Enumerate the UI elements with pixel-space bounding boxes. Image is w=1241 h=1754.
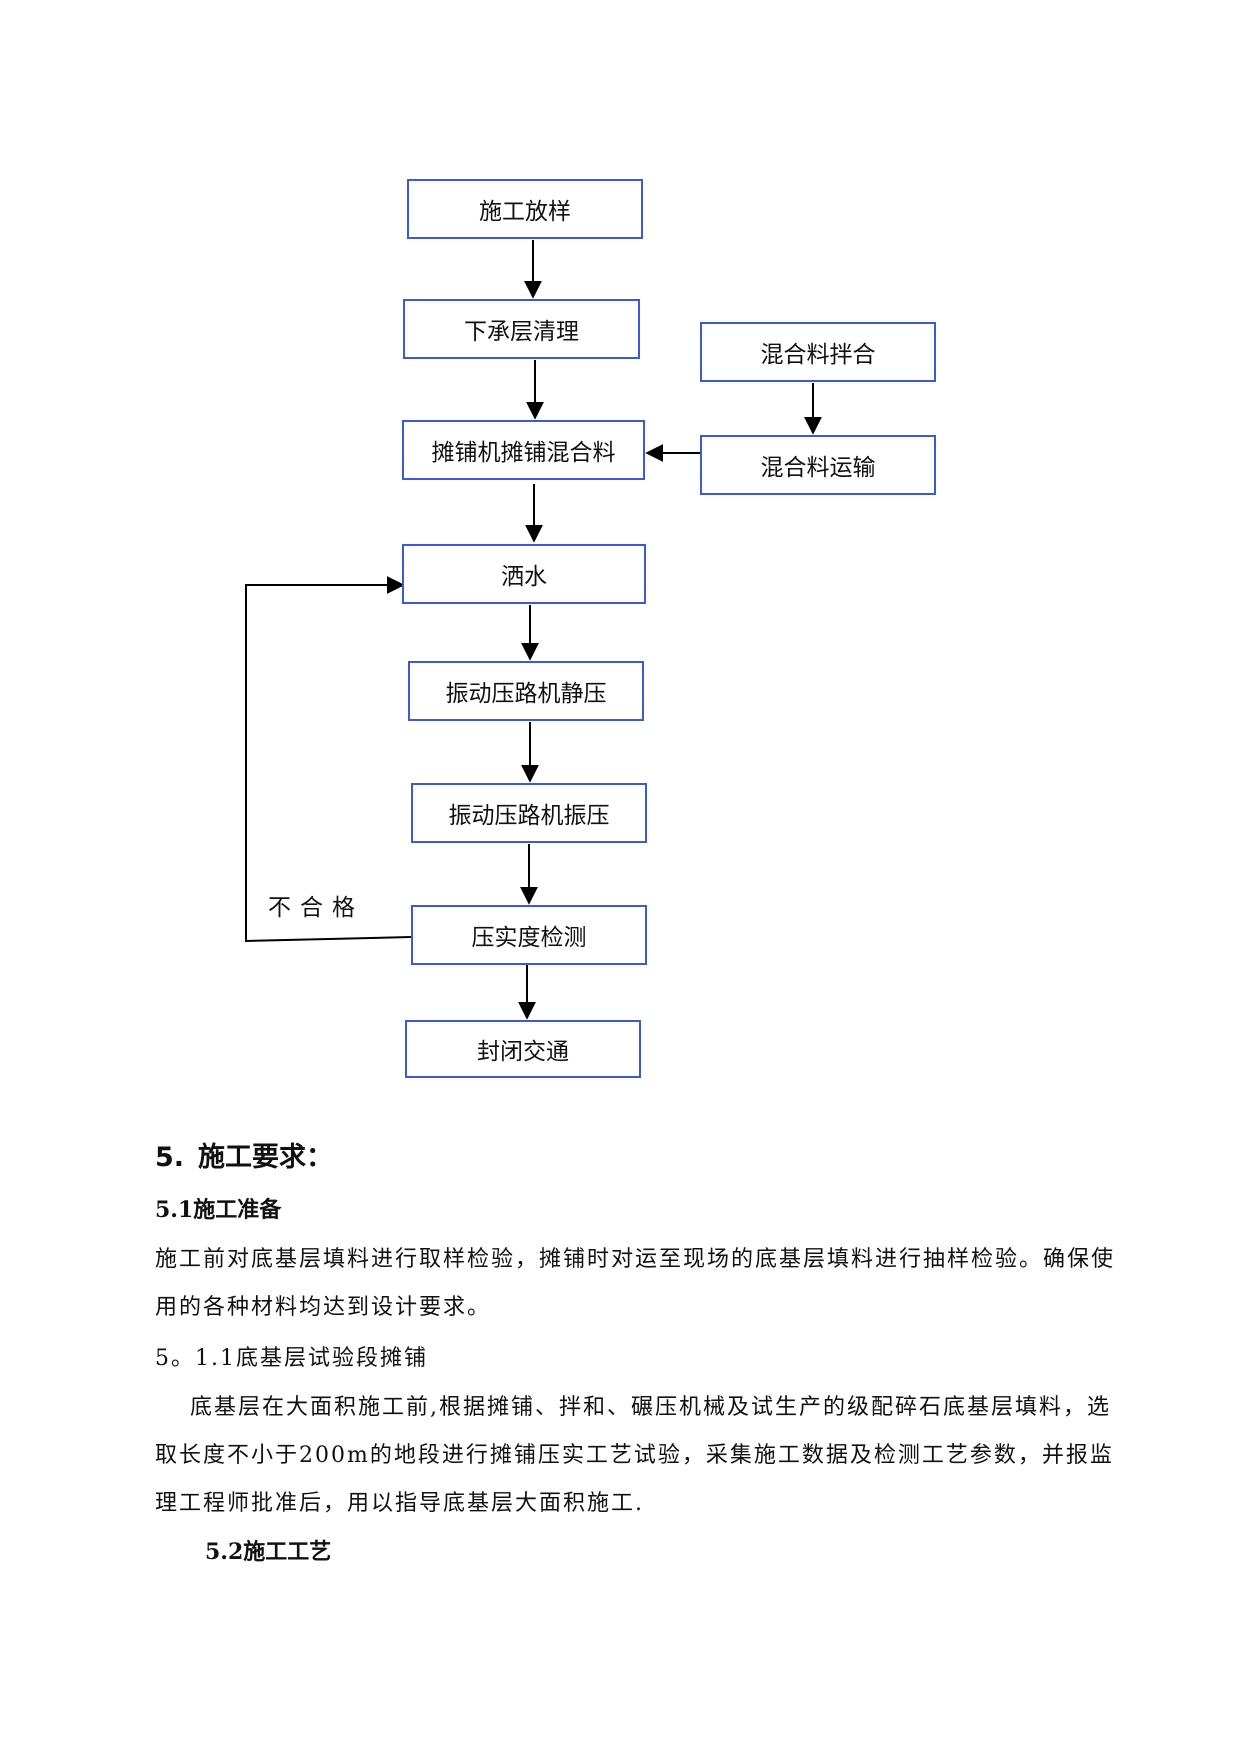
step-box-8: 封闭交通 xyxy=(405,1020,641,1078)
arrow-reject-loop xyxy=(245,576,412,943)
subsection-heading-5-1: 5.1施工准备 xyxy=(155,1197,282,1223)
step-box-3: 摊铺机摊铺混合料 xyxy=(402,420,645,480)
step-box-4: 洒水 xyxy=(402,544,646,604)
step-box-5: 振动压路机静压 xyxy=(408,661,644,721)
step-box-2: 下承层清理 xyxy=(403,299,640,359)
step-box-7: 压实度检测 xyxy=(411,905,647,965)
step-box-6: 振动压路机振压 xyxy=(411,783,647,843)
paragraph-preparation: 施工前对底基层填料进行取样检验，摊铺时对运至现场的底基层填料进行抽样检验。确保使… xyxy=(155,1247,1116,1320)
subsection-heading-5-1-1: 5。1.1底基层试验段摊铺 xyxy=(155,1346,428,1371)
side-box-transport: 混合料运输 xyxy=(700,435,936,495)
section-number: 5. xyxy=(155,1142,185,1173)
reject-label: 不合格 xyxy=(268,895,364,921)
side-box-mixing: 混合料拌合 xyxy=(700,322,936,382)
paragraph-trial-section: 底基层在大面积施工前,根据摊铺、拌和、碾压机械及试生产的级配碎石底基层填料，选取… xyxy=(155,1395,1114,1516)
subsection-heading-5-2: 5.2施工工艺 xyxy=(205,1539,332,1565)
section-heading: 5. 施工要求： xyxy=(155,1135,1115,1174)
step-box-1: 施工放样 xyxy=(407,179,643,239)
section-title: 施工要求： xyxy=(198,1142,334,1173)
